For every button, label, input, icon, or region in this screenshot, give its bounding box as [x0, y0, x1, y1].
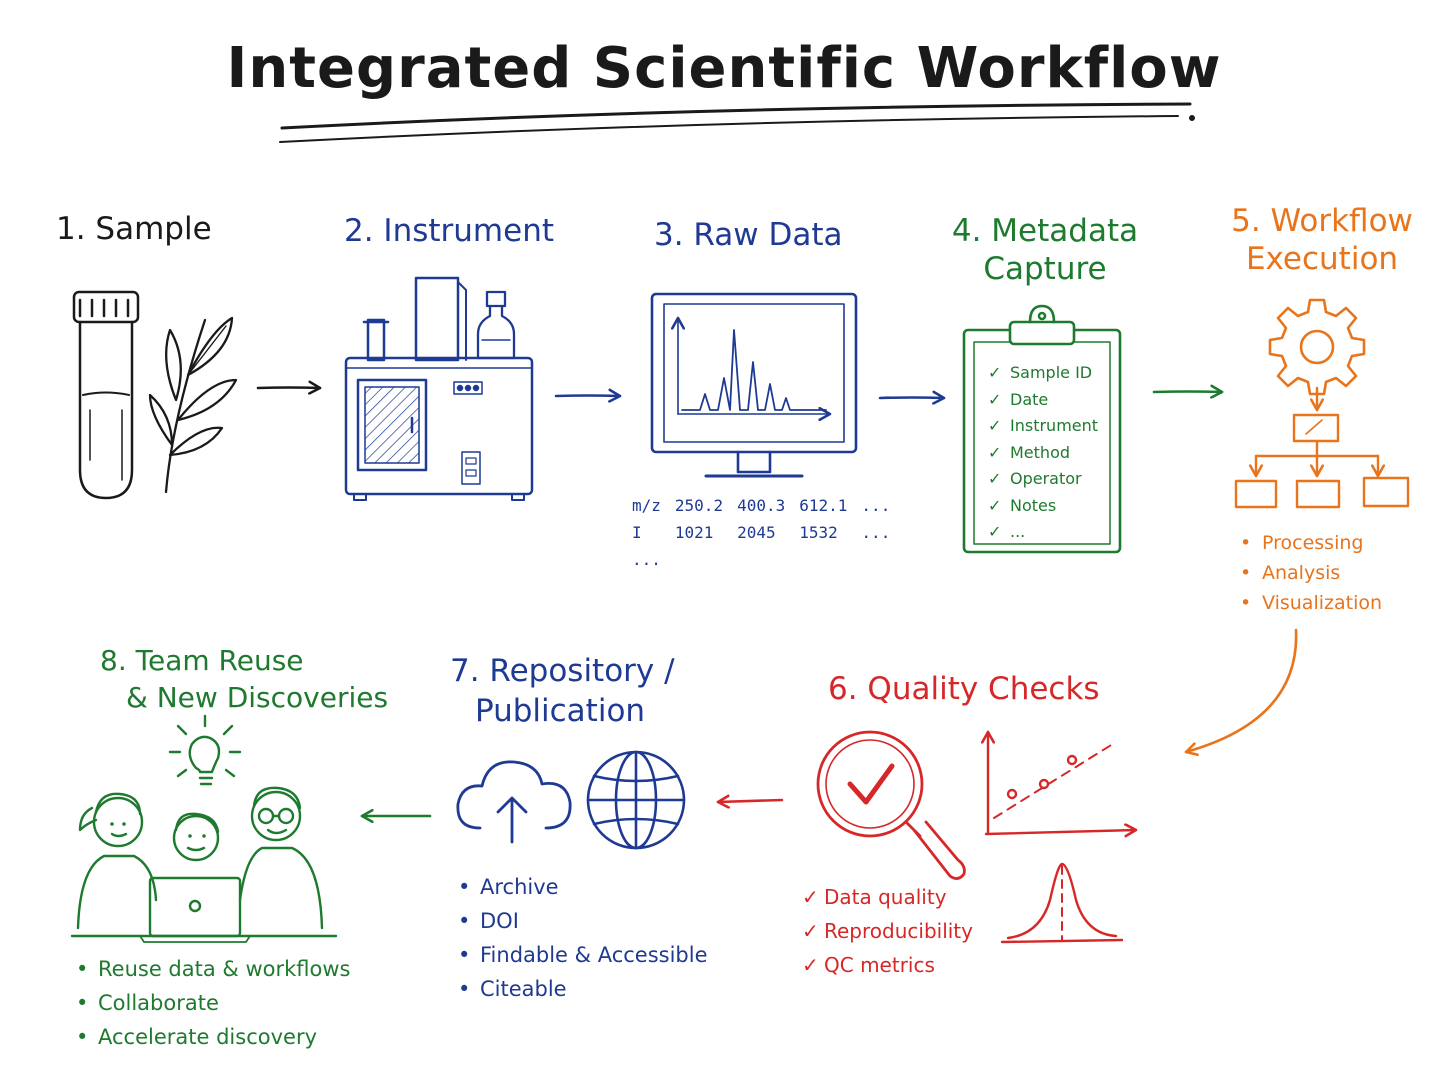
- metadata-checklist: Sample IDDateInstrumentMethodOperatorNot…: [988, 360, 1098, 546]
- quality-item: Data quality: [802, 880, 973, 914]
- raw-data-cell: m/z: [632, 496, 661, 515]
- arrow-instrument-to-rawdata: [554, 396, 622, 397]
- team-item: Accelerate discovery: [76, 1020, 350, 1054]
- workflow-item: Analysis: [1240, 558, 1382, 588]
- raw-data-cell: 2045: [737, 523, 776, 542]
- team-laptop-icon: [70, 786, 338, 943]
- team-item: Reuse data & workflows: [76, 952, 350, 986]
- raw-data-cell: ...: [632, 550, 661, 569]
- raw-data-cell: [675, 548, 737, 575]
- page-title: Integrated Scientific Workflow: [226, 36, 1222, 101]
- test-tube-icon: [72, 290, 140, 500]
- arrow-sample-to-instrument: [256, 388, 322, 389]
- step-8-label-line2: & New Discoveries: [126, 680, 389, 714]
- metadata-item: Notes: [988, 493, 1098, 520]
- workflow-item: Processing: [1240, 528, 1382, 558]
- metadata-item: Sample ID: [988, 360, 1098, 387]
- raw-data-table: m/z 250.2 400.3 612.1... I 1021 2045 1532......: [632, 494, 904, 575]
- step-5-label: 5. Workflow Execution: [1222, 204, 1422, 276]
- raw-data-cell: [861, 548, 904, 575]
- quality-checklist: Data qualityReproducibilityQC metrics: [802, 880, 973, 982]
- raw-data-cell: ...: [861, 523, 891, 542]
- metadata-item: ...: [988, 519, 1098, 546]
- arrow-rawdata-to-metadata: [878, 398, 946, 399]
- step-4-label-line2: Capture: [983, 251, 1107, 288]
- repository-item: Archive: [458, 870, 708, 904]
- magnifier-check-icon: [816, 730, 966, 880]
- raw-data-cell: 1532: [799, 523, 838, 542]
- workflow-item: Visualization: [1240, 588, 1382, 618]
- step-7-label-line1: 7. Repository /: [450, 653, 675, 689]
- raw-data-cell: [799, 548, 861, 575]
- globe-icon: [586, 750, 686, 850]
- team-bullet-list: Reuse data & workflowsCollaborateAcceler…: [76, 952, 350, 1054]
- raw-data-cell: ...: [861, 496, 891, 515]
- metadata-item: Instrument: [988, 413, 1098, 440]
- clipboard-icon: [962, 304, 1122, 554]
- gear-icon: [1268, 298, 1366, 396]
- step-3-label: 3. Raw Data: [654, 217, 843, 253]
- step-4-label: 4. Metadata Capture: [940, 214, 1150, 286]
- raw-data-cell: 1021: [674, 523, 714, 542]
- repository-item: DOI: [458, 904, 708, 938]
- bell-curve-icon: [1000, 862, 1124, 944]
- monitor-spectrum-icon: [650, 292, 858, 478]
- arrow-quality-to-repository: [716, 800, 784, 802]
- step-7-label: 7. Repository / Publication: [450, 653, 675, 730]
- arrow-workflow-to-quality: [1184, 628, 1298, 752]
- raw-data-cell: 612.1: [799, 496, 848, 515]
- step-2-label: 2. Instrument: [344, 213, 554, 249]
- repository-item: Findable & Accessible: [458, 938, 708, 972]
- step-8-label-line1: 8. Team Reuse: [100, 644, 304, 677]
- raw-data-cell: 400.3: [737, 496, 786, 515]
- raw-data-row: m/z 250.2 400.3 612.1...: [632, 494, 904, 521]
- step-1-label: 1. Sample: [56, 211, 212, 247]
- cloud-upload-icon: [456, 760, 572, 844]
- flowchart-icon: [1234, 386, 1410, 509]
- scatter-trend-icon: [986, 732, 1136, 834]
- plant-sprig-icon: [148, 316, 238, 494]
- metadata-item: Date: [988, 387, 1098, 414]
- repository-bullet-list: ArchiveDOIFindable & AccessibleCiteable: [458, 870, 708, 1006]
- quality-item: QC metrics: [802, 948, 973, 982]
- raw-data-cell: 250.2: [674, 496, 724, 515]
- step-6-label: 6. Quality Checks: [828, 671, 1100, 707]
- repository-item: Citeable: [458, 972, 708, 1006]
- metadata-item: Operator: [988, 466, 1098, 493]
- step-5-label-line2: Execution: [1245, 241, 1399, 278]
- quality-item: Reproducibility: [802, 914, 973, 948]
- bottle-icon: [476, 290, 516, 360]
- step-7-label-line2: Publication: [474, 693, 646, 730]
- lightbulb-icon: [168, 714, 242, 786]
- title-underline: [279, 102, 1195, 143]
- workflow-bullet-list: ProcessingAnalysisVisualization: [1240, 528, 1382, 618]
- raw-data-row: ...: [632, 548, 904, 575]
- metadata-item: Method: [988, 440, 1098, 467]
- arrow-metadata-to-workflow: [1152, 392, 1224, 393]
- lab-instrument-icon: [344, 276, 534, 501]
- raw-data-cell: [737, 548, 799, 575]
- step-8-label: 8. Team Reuse & New Discoveries: [100, 644, 389, 714]
- raw-data-cell: I: [632, 523, 642, 542]
- team-item: Collaborate: [76, 986, 350, 1020]
- raw-data-row: I 1021 2045 1532...: [632, 521, 904, 548]
- step-4-label-line1: 4. Metadata: [951, 213, 1139, 249]
- step-5-label-line1: 5. Workflow: [1231, 203, 1413, 239]
